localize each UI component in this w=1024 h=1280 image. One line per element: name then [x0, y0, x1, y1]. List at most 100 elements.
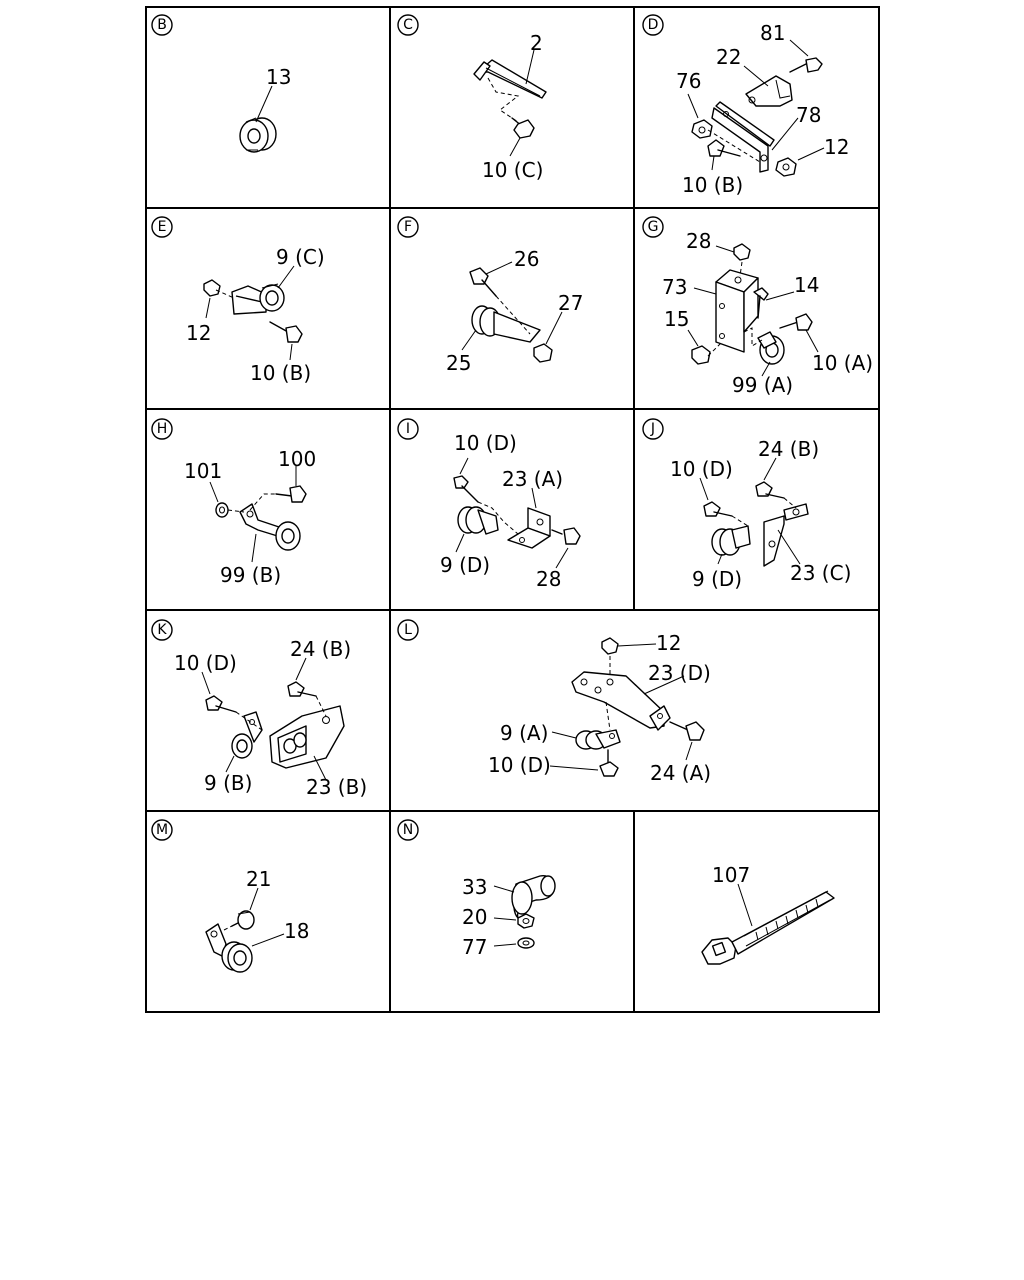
- bolt-10d-part: [205, 695, 237, 713]
- callout-k-23b: 23 (B): [306, 775, 367, 799]
- callout-h-100: 100: [278, 447, 316, 471]
- callout-g-73: 73: [662, 275, 687, 299]
- panel-d-parts: [687, 39, 825, 177]
- pin-part: [473, 59, 547, 99]
- washer-101-part: [215, 502, 229, 518]
- bolt-100-part: [275, 485, 307, 503]
- callout-j-24b: 24 (B): [758, 437, 819, 461]
- panel-letter-H: H: [151, 418, 173, 440]
- callout-l-9a: 9 (A): [500, 721, 548, 745]
- nut-part: [533, 343, 553, 363]
- svg-text:C: C: [403, 17, 413, 33]
- bolt-24a-part: [669, 721, 705, 741]
- panel-letter-G: G: [642, 216, 664, 238]
- panel-letter-N: N: [397, 819, 419, 841]
- clamp-99b-part: [239, 503, 301, 551]
- svg-text:G: G: [648, 219, 659, 235]
- clamp-18-part: [205, 923, 253, 973]
- callout-g-14: 14: [794, 273, 819, 297]
- panel-c-parts: [473, 49, 547, 157]
- bracket-23a-part: [507, 507, 551, 549]
- bolt-21-part: [231, 910, 255, 930]
- callout-n-20: 20: [462, 905, 487, 929]
- clamp-9b-part: [231, 711, 263, 759]
- callout-c-2: 2: [530, 31, 543, 55]
- clamp-9d-part: [457, 506, 499, 535]
- bolt-10d-part: [453, 475, 479, 503]
- panel-b-parts: [239, 85, 277, 153]
- panel-h-parts: [209, 466, 307, 563]
- panel-letter-D: D: [642, 14, 664, 36]
- callout-f-25: 25: [446, 351, 471, 375]
- svg-text:J: J: [650, 421, 655, 437]
- panel-letter-E: E: [151, 216, 173, 238]
- panel-letter-M: M: [151, 819, 173, 841]
- bracket-clamp-part: [231, 283, 285, 315]
- callout-i-28: 28: [536, 567, 561, 591]
- svg-text:M: M: [156, 822, 168, 838]
- svg-text:H: H: [157, 421, 168, 437]
- panel-letter-B: B: [151, 14, 173, 36]
- bolt-10d-part: [599, 749, 619, 777]
- callout-n-33: 33: [462, 875, 487, 899]
- svg-text:B: B: [157, 17, 167, 33]
- bracket-23c-part: [763, 503, 809, 567]
- callout-k-9b: 9 (B): [204, 771, 252, 795]
- callout-i-23a: 23 (A): [502, 467, 563, 491]
- callout-f-27: 27: [558, 291, 583, 315]
- nut-part: [203, 279, 221, 297]
- bracket-23b-part: [269, 705, 345, 769]
- callout-g-10a: 10 (A): [812, 351, 873, 375]
- washer-77-part: [517, 937, 535, 949]
- callout-m-21: 21: [246, 867, 271, 891]
- flange-nut-part: [775, 157, 797, 177]
- svg-text:D: D: [648, 17, 659, 33]
- nut-20-part: [517, 913, 535, 929]
- callout-l-24a: 24 (A): [650, 761, 711, 785]
- panel-grid: [145, 6, 880, 1013]
- panel-letter-L: L: [397, 619, 419, 641]
- cap-33-part: [511, 875, 556, 919]
- callout-j-23c: 23 (C): [790, 561, 851, 585]
- panel-k-parts: [201, 657, 345, 781]
- bolt-part: [511, 117, 535, 139]
- bolt-part: [469, 267, 497, 297]
- panel-l-parts: [549, 637, 705, 777]
- bolt-part: [269, 321, 303, 343]
- callout-l-12: 12: [656, 631, 681, 655]
- callout-d-76: 76: [676, 69, 701, 93]
- panel-letter-C: C: [397, 14, 419, 36]
- callout-j-10d: 10 (D): [670, 457, 733, 481]
- callout-e-10b: 10 (B): [250, 361, 311, 385]
- bolt-10d-part: [703, 501, 733, 517]
- panel-i-parts: [453, 457, 581, 569]
- callout-j-9d: 9 (D): [692, 567, 742, 591]
- bolt-10a-part: [779, 313, 813, 331]
- panel-g-parts: [687, 243, 819, 377]
- callout-g-15: 15: [664, 307, 689, 331]
- svg-text:L: L: [404, 622, 412, 638]
- screw-14-part: [753, 287, 769, 319]
- callout-e-9c: 9 (C): [276, 245, 325, 269]
- panel-j-parts: [699, 457, 809, 567]
- callout-d-78: 78: [796, 103, 821, 127]
- panel-letter-K: K: [151, 619, 173, 641]
- cable-tie-panel-parts: [701, 883, 835, 965]
- panel-letter-J: J: [642, 418, 664, 440]
- callout-f-26: 26: [514, 247, 539, 271]
- nut-part: [691, 119, 713, 139]
- callout-d-22: 22: [716, 45, 741, 69]
- callout-k-24b: 24 (B): [290, 637, 351, 661]
- callout-l-23d: 23 (D): [648, 661, 711, 685]
- nut-12-part: [601, 637, 619, 655]
- bracket-part: [711, 101, 775, 173]
- callout-c-10c: 10 (C): [482, 158, 543, 182]
- callout-m-18: 18: [284, 919, 309, 943]
- angle-bracket-part: [715, 269, 759, 353]
- nut-top-part: [733, 243, 751, 261]
- svg-text:N: N: [403, 822, 413, 838]
- clamp-9d-part: [711, 525, 751, 556]
- panel-letter-I: I: [397, 418, 419, 440]
- callout-n-77: 77: [462, 935, 487, 959]
